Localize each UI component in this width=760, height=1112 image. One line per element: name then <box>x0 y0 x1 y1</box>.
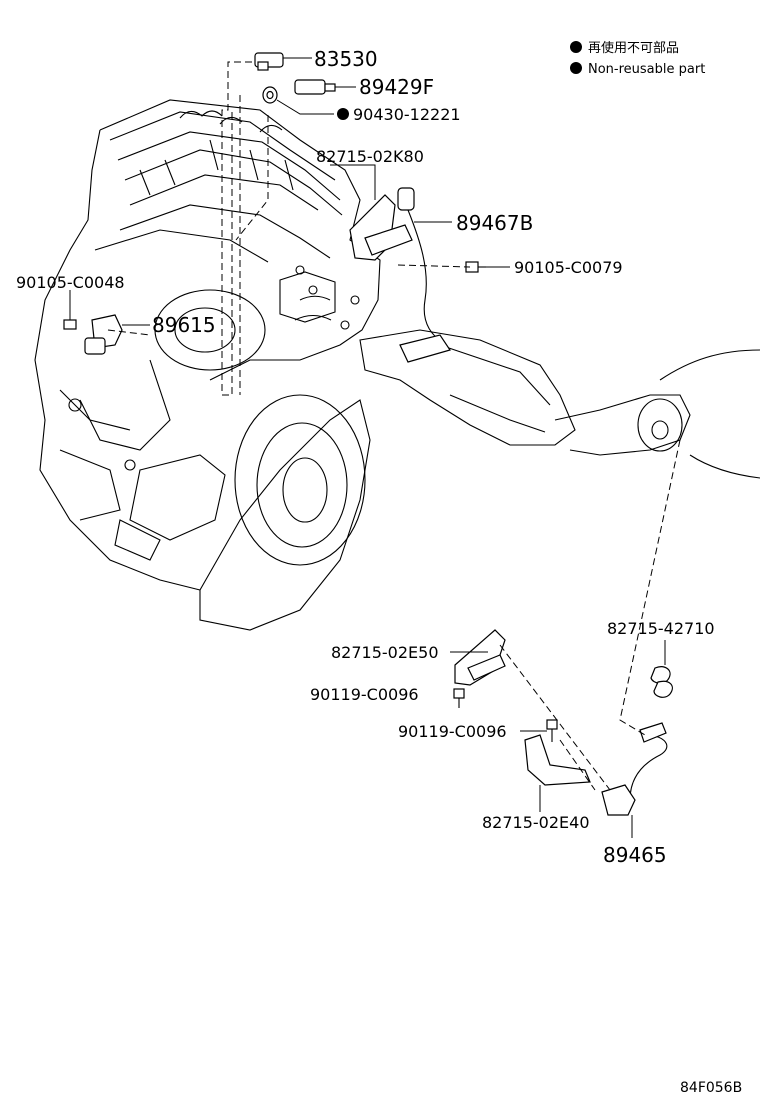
part-labels: 83530 89429F 90430-12221 82715-02K80 894… <box>16 47 715 867</box>
part-label-89465: 89465 <box>603 843 667 867</box>
part-89467B-drawing <box>397 187 452 363</box>
part-90119-C0096-a-drawing <box>453 688 465 708</box>
diagram-code: 84F056B <box>680 1080 742 1096</box>
part-89465-drawing <box>601 722 668 838</box>
part-label-89467B: 89467B <box>456 211 533 235</box>
part-label-89615: 89615 <box>152 313 216 337</box>
part-90105-C0079-drawing <box>465 261 510 273</box>
part-label-82715-02K80: 82715-02K80 <box>316 147 424 166</box>
part-label-89429F: 89429F <box>359 75 434 99</box>
dashed-reference-lines <box>107 61 681 791</box>
part-89429F-drawing <box>294 79 356 95</box>
part-label-90105-C0079: 90105-C0079 <box>514 258 623 277</box>
part-label-83530: 83530 <box>314 47 378 71</box>
legend: 再使用不可部品 Non-reusable part <box>570 40 705 77</box>
part-label-90430-12221: 90430-12221 <box>353 105 461 124</box>
non-reusable-marker-icon <box>570 62 582 74</box>
part-90119-C0096-b-drawing <box>520 719 558 742</box>
part-label-82715-02E40: 82715-02E40 <box>482 813 590 832</box>
part-89615-drawing <box>84 314 150 355</box>
legend-label-en: Non-reusable part <box>588 62 705 77</box>
part-label-90105-C0048: 90105-C0048 <box>16 273 125 292</box>
part-82715-02E40-drawing <box>524 734 591 812</box>
exhaust-system-drawing <box>359 329 760 479</box>
non-reusable-marker-icon <box>570 41 582 53</box>
part-82715-02K80-drawing <box>330 164 413 261</box>
legend-label-ja: 再使用不可部品 <box>588 40 679 56</box>
part-label-90119-C0096-b: 90119-C0096 <box>398 722 507 741</box>
part-label-82715-02E50: 82715-02E50 <box>331 643 439 662</box>
part-label-82715-42710: 82715-42710 <box>607 619 715 638</box>
part-label-90119-C0096-a: 90119-C0096 <box>310 685 419 704</box>
part-82715-02E50-drawing <box>450 629 506 686</box>
part-82715-42710-drawing <box>650 640 673 698</box>
engine-assembly-drawing <box>34 99 381 631</box>
non-reusable-marker-icon <box>337 108 349 120</box>
part-83530-drawing <box>254 52 312 71</box>
part-90430-drawing <box>262 86 349 120</box>
part-90105-C0048-drawing <box>63 290 77 330</box>
